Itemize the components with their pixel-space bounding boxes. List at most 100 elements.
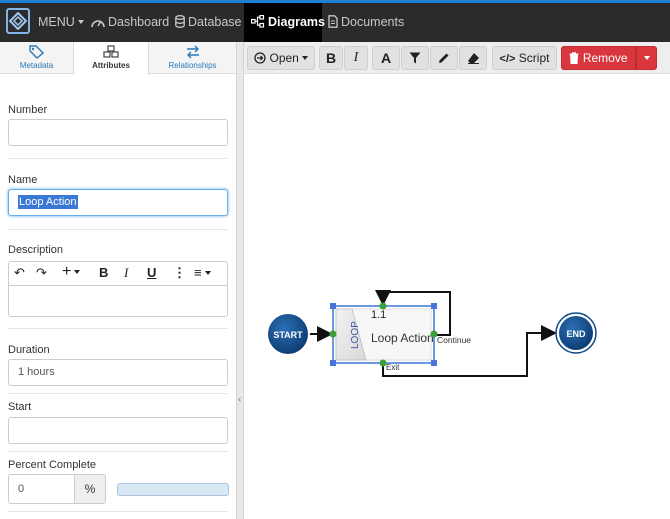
step-number: 1.1 [371,309,386,321]
exit-connector[interactable] [382,325,557,377]
start-field[interactable] [8,417,228,444]
font-color-button[interactable]: A [372,46,400,70]
script-label: Script [518,51,550,65]
undo-icon[interactable]: ↶ [14,265,25,280]
editor-toolbar: ↶ ↷ + B I U ⋮ ≡ [8,261,228,285]
start-label: Start [8,401,32,413]
align-icon[interactable]: ≡ [194,265,211,280]
pencil-icon [439,53,449,63]
port-handle[interactable] [329,330,337,338]
document-icon [328,15,338,28]
chevron-down-icon [301,56,308,60]
tab-attributes[interactable]: Attributes [73,42,149,75]
remove-label: Remove [582,51,628,65]
menu-dropdown[interactable]: MENU [38,3,84,42]
app-logo[interactable] [6,8,30,34]
continue-label: Continue [437,335,471,345]
nav-dashboard[interactable]: Dashboard [91,3,169,42]
name-field[interactable]: Loop Action [8,189,228,216]
resize-handle[interactable] [330,303,336,309]
italic-icon[interactable]: I [124,265,129,280]
more-vertical-icon[interactable]: ⋮ [173,265,186,280]
open-label: Open [269,51,299,65]
panel-splitter[interactable]: ‹ [236,42,244,519]
bold-icon[interactable]: B [99,265,109,280]
nav-diagrams[interactable]: Diagrams [244,3,325,42]
resize-handle[interactable] [330,360,336,366]
diagrams-label: Diagrams [268,15,325,29]
resize-handle[interactable] [431,303,437,309]
diagram-canvas[interactable]: START END LOOP 1.1 Loop Action Conti [244,74,670,519]
name-label: Name [8,174,38,186]
tab-metadata[interactable]: Metadata [0,42,73,74]
database-icon [175,15,185,28]
trash-icon [569,52,579,64]
remove-dropdown-button[interactable] [636,46,657,70]
number-field[interactable] [8,119,228,146]
divider [8,393,228,394]
top-navbar: MENU Dashboard Database Diagrams Documen… [0,0,670,42]
insert-plus-icon[interactable]: + [62,263,81,281]
documents-label: Documents [341,15,405,29]
percent-complete-field[interactable]: 0 [8,474,75,504]
collapse-chevron-icon[interactable]: ‹ [238,394,242,405]
resize-handle[interactable] [431,360,437,366]
percent-addon: % [74,474,106,504]
script-button[interactable]: </> Script [492,46,557,70]
exchange-icon [186,45,199,59]
tag-icon [28,45,44,59]
duration-label: Duration [8,344,50,356]
pencil-button[interactable] [430,46,458,70]
percent-complete-label: Percent Complete [8,459,97,471]
redo-icon[interactable]: ↷ [36,265,47,280]
description-editor[interactable] [8,285,228,317]
font-icon: A [380,50,392,66]
menu-label: MENU [38,15,75,29]
port-handle[interactable] [379,359,387,367]
exit-label: Exit [386,363,400,372]
divider [8,229,228,230]
end-node[interactable]: END [555,312,597,354]
port-handle[interactable] [379,302,387,310]
port-handle[interactable] [430,330,438,338]
properties-panel: Metadata Attributes Relationships Number… [0,42,236,519]
divider [8,451,228,452]
tab-attributes-label: Attributes [92,61,130,70]
bold-button[interactable]: B [319,46,343,70]
italic-button[interactable]: I [344,46,368,70]
nav-database[interactable]: Database [175,3,242,42]
italic-icon: I [353,50,359,65]
loop-action-label: Loop Action [371,331,434,345]
divider [8,158,228,159]
circle-arrow-icon [254,52,266,64]
database-label: Database [188,15,242,29]
eraser-button[interactable] [459,46,487,70]
filter-icon [409,52,421,64]
tab-relationships[interactable]: Relationships [149,42,236,74]
loop-tag: LOOP [350,321,361,349]
start-node[interactable]: START [268,314,308,354]
open-button[interactable]: Open [247,46,315,70]
eraser-icon [467,53,479,64]
duration-field[interactable]: 1 hours [8,359,228,386]
chevron-down-icon [77,20,84,24]
start-node-label: START [273,330,303,340]
code-icon: </> [499,53,516,65]
dashboard-icon [91,20,105,28]
filter-button[interactable] [401,46,429,70]
tab-relationships-label: Relationships [168,61,217,70]
loop-action-node[interactable]: LOOP 1.1 Loop Action [329,302,438,367]
cubes-icon [103,45,119,58]
percent-progress-bar [117,483,229,496]
name-value: Loop Action [18,195,78,209]
tab-metadata-label: Metadata [19,61,54,70]
bold-icon: B [325,50,337,66]
remove-button[interactable]: Remove [561,46,636,70]
underline-icon[interactable]: U [147,265,157,280]
properties-tabs: Metadata Attributes Relationships [0,42,236,75]
nav-documents[interactable]: Documents [328,3,404,42]
loop-back-connector[interactable] [375,290,451,336]
divider [8,328,228,329]
end-node-label: END [566,329,586,339]
number-label: Number [8,104,48,116]
